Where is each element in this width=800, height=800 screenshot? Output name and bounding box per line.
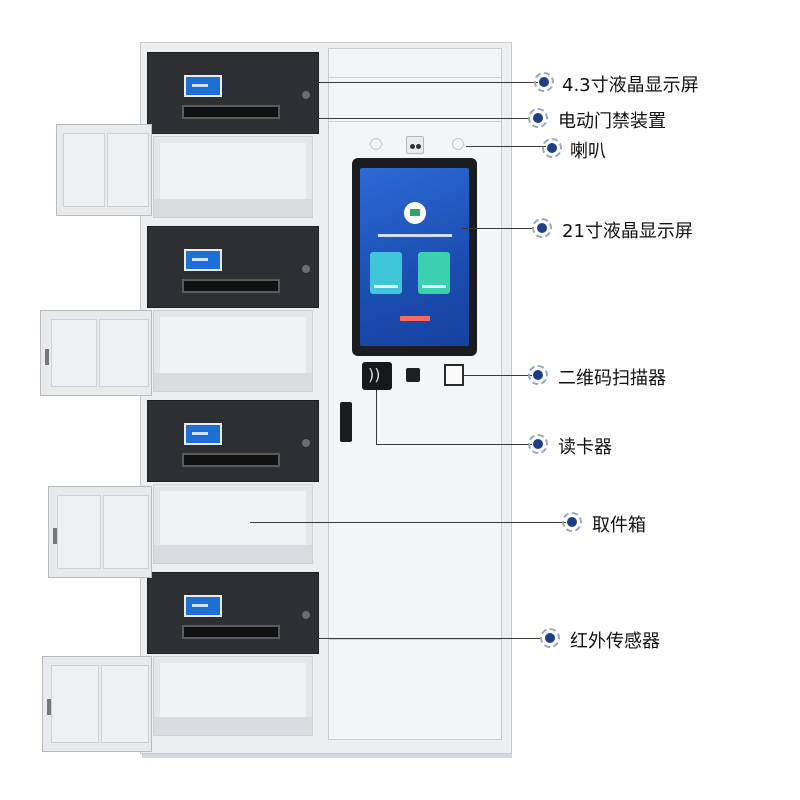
locker-front-3 xyxy=(147,400,319,482)
door-handle xyxy=(45,348,49,365)
screen-pickup-button xyxy=(418,252,450,294)
callout-bullet-icon xyxy=(528,108,548,128)
scanner-icon xyxy=(406,368,420,382)
pickup-compartment-3 xyxy=(153,484,313,564)
large-lcd-screen xyxy=(360,168,469,346)
speaker-hole xyxy=(416,144,421,149)
label-pickup-box: 取件箱 xyxy=(592,515,646,536)
leader-line xyxy=(376,444,532,445)
callout-bullet-icon xyxy=(534,72,554,92)
label-speaker: 喇叭 xyxy=(570,141,606,162)
lock-knob xyxy=(302,91,310,99)
cabinet-lock-handle xyxy=(340,402,352,442)
speaker-icon xyxy=(406,136,424,154)
small-lcd-screen xyxy=(184,423,222,445)
leader-line xyxy=(318,638,542,639)
small-lcd-screen xyxy=(184,75,222,97)
door-handle xyxy=(53,527,57,544)
screen-status-badge xyxy=(400,316,430,321)
open-door-2 xyxy=(40,310,152,396)
pickup-compartment-4 xyxy=(153,656,313,736)
open-door-1 xyxy=(56,124,152,216)
callout-bullet-icon xyxy=(528,434,548,454)
label-card-reader: 读卡器 xyxy=(558,437,612,458)
open-door-4 xyxy=(42,656,152,752)
app-logo-icon xyxy=(404,202,426,224)
door-lock-slot xyxy=(182,453,280,467)
qr-scanner-window xyxy=(444,364,464,386)
pickup-compartment-2 xyxy=(153,310,313,392)
card-reader-icon xyxy=(362,362,392,390)
door-lock-slot xyxy=(182,625,280,639)
leader-line xyxy=(466,146,546,147)
locker-front-1 xyxy=(147,52,319,134)
label-lcd-small: 4.3寸液晶显示屏 xyxy=(562,75,699,96)
callout-bullet-icon xyxy=(532,218,552,238)
screen-deposit-button xyxy=(370,252,402,294)
leader-line xyxy=(318,82,538,83)
small-lcd-screen xyxy=(184,595,222,617)
callout-bullet-icon xyxy=(540,628,560,648)
sensor-icon xyxy=(452,138,464,150)
label-ir-sensor: 红外传感器 xyxy=(570,631,660,652)
speaker-hole xyxy=(410,144,415,149)
label-door-lock: 电动门禁装置 xyxy=(558,111,666,132)
leader-line xyxy=(250,522,566,523)
door-handle xyxy=(47,699,51,716)
leader-line xyxy=(464,375,532,376)
label-qr-scanner: 二维码扫描器 xyxy=(558,368,666,389)
open-door-3 xyxy=(48,486,152,578)
locker-front-2 xyxy=(147,226,319,308)
callout-bullet-icon xyxy=(528,365,548,385)
label-lcd-large: 21寸液晶显示屏 xyxy=(562,221,693,242)
lock-knob xyxy=(302,439,310,447)
leader-line xyxy=(318,118,530,119)
small-lcd-screen xyxy=(184,249,222,271)
door-lock-slot xyxy=(182,279,280,293)
locker-front-4 xyxy=(147,572,319,654)
screen-title-bar xyxy=(378,234,452,237)
door-lock-slot xyxy=(182,105,280,119)
lock-knob xyxy=(302,265,310,273)
leader-line xyxy=(376,390,377,444)
sensor-icon xyxy=(370,138,382,150)
callout-bullet-icon xyxy=(562,512,582,532)
leader-line xyxy=(462,228,534,229)
callout-bullet-icon xyxy=(542,138,562,158)
cabinet-shadow xyxy=(142,750,512,758)
lock-knob xyxy=(302,611,310,619)
pickup-compartment-1 xyxy=(153,136,313,218)
